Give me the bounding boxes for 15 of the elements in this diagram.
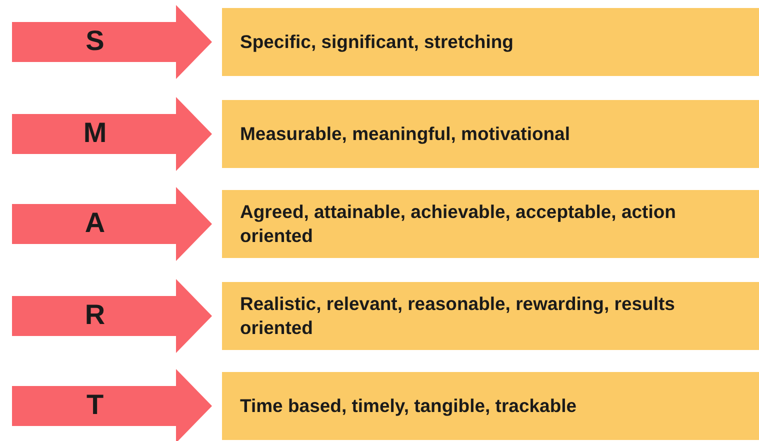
description-text: Time based, timely, tangible, trackable [240,394,577,418]
description-text: Specific, significant, stretching [240,30,514,54]
letter-label: T [85,389,105,421]
description-box [222,100,759,168]
letter-label: S [84,25,106,57]
description-text: Realistic, relevant, reasonable, rewarding, results oriented [240,292,676,340]
description-text: Measurable, meaningful, motivational [240,122,570,146]
letter-label: M [82,117,108,149]
letter-label: A [84,207,106,239]
description-box [222,8,759,76]
description-text: Agreed, attainable, achievable, acceptable, action oriented [240,200,677,248]
description-box [222,282,759,350]
description-box [222,190,759,258]
description-box [222,372,759,440]
letter-label: R [84,299,106,331]
